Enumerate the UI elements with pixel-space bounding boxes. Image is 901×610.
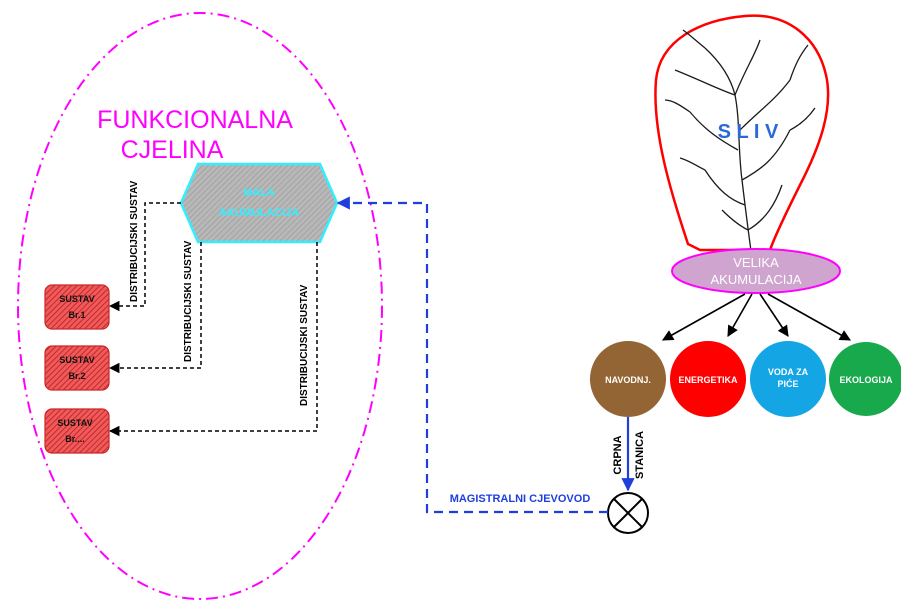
system-box bbox=[44, 408, 110, 454]
small-reservoir-label-line2: AKUMULACIJA bbox=[219, 207, 300, 219]
pump-symbol-icon bbox=[607, 492, 649, 534]
use-circle bbox=[829, 342, 901, 416]
watershed-label: S L I V bbox=[718, 121, 779, 143]
watershed: S L I V bbox=[654, 14, 830, 259]
system-1: SUSTAV Br.1 bbox=[44, 284, 110, 330]
system-label-line2: Br.1 bbox=[68, 310, 85, 320]
main-pipeline-label: MAGISTRALNI CJEVOVOD bbox=[450, 493, 591, 505]
arrow-to-irrigation bbox=[662, 293, 746, 341]
use-circle bbox=[750, 341, 826, 417]
small-reservoir-label-line1: MALA bbox=[243, 187, 275, 199]
small-reservoir-hexagon bbox=[179, 162, 339, 244]
large-reservoir-label-line2: AKUMULACIJA bbox=[710, 272, 801, 287]
watershed-outline bbox=[654, 14, 830, 252]
system-label-line1: SUSTAV bbox=[57, 418, 92, 428]
arrow-to-drinking-water bbox=[759, 293, 789, 337]
distribution-label-2: DISTRIBUCIJSKI SUSTAV bbox=[183, 240, 194, 362]
distribution-label-1: DISTRIBUCIJSKI SUSTAV bbox=[129, 180, 140, 302]
pump-station-label-line2: STANICA bbox=[634, 431, 646, 479]
small-reservoir: MALA AKUMULACIJA bbox=[179, 162, 339, 244]
distribution-line-1 bbox=[108, 202, 181, 312]
use-label-line1: ENERGETIKA bbox=[678, 375, 738, 385]
pump-station-label-line1: CRPNA bbox=[612, 435, 624, 474]
system-2: SUSTAV Br.2 bbox=[44, 345, 110, 391]
distribution-lines bbox=[108, 202, 318, 437]
system-label-line2: Br.... bbox=[65, 434, 85, 444]
functional-unit-title-line1: FUNKCIONALNA bbox=[97, 106, 293, 134]
arrow-to-ecology bbox=[767, 293, 851, 341]
use-energy: ENERGETIKA bbox=[670, 341, 746, 417]
distribution-line-3 bbox=[108, 242, 318, 437]
use-label-line1: EKOLOGIJA bbox=[839, 375, 893, 385]
large-reservoir: VELIKA AKUMULACIJA bbox=[671, 248, 841, 294]
functional-unit-title-line2: CJELINA bbox=[121, 136, 224, 164]
river-network bbox=[664, 29, 816, 259]
system-label-line2: Br.2 bbox=[68, 371, 85, 381]
system-box bbox=[44, 345, 110, 391]
system-3: SUSTAV Br.... bbox=[44, 408, 110, 454]
functional-unit-boundary bbox=[17, 12, 383, 600]
main-pipeline bbox=[336, 196, 608, 514]
use-irrigation: NAVODNJ. bbox=[590, 341, 666, 417]
use-circle bbox=[670, 341, 746, 417]
distribution-line-2 bbox=[108, 242, 202, 374]
use-circle bbox=[590, 341, 666, 417]
use-label-line1: VODA ZA bbox=[768, 367, 809, 377]
use-label-line2: PIĆE bbox=[777, 378, 798, 389]
distribution-label-3: DISTRIBUCIJSKI SUSTAV bbox=[299, 284, 310, 406]
use-arrows bbox=[662, 293, 851, 341]
arrow-to-energy bbox=[727, 293, 753, 337]
large-reservoir-ellipse bbox=[671, 248, 841, 294]
use-drinking-water: VODA ZA PIĆE bbox=[750, 341, 826, 417]
system-label-line1: SUSTAV bbox=[59, 355, 94, 365]
system-box bbox=[44, 284, 110, 330]
large-reservoir-label-line1: VELIKA bbox=[733, 255, 779, 270]
use-label-line1: NAVODNJ. bbox=[605, 375, 651, 385]
system-label-line1: SUSTAV bbox=[59, 294, 94, 304]
use-ecology: EKOLOGIJA bbox=[829, 342, 901, 416]
